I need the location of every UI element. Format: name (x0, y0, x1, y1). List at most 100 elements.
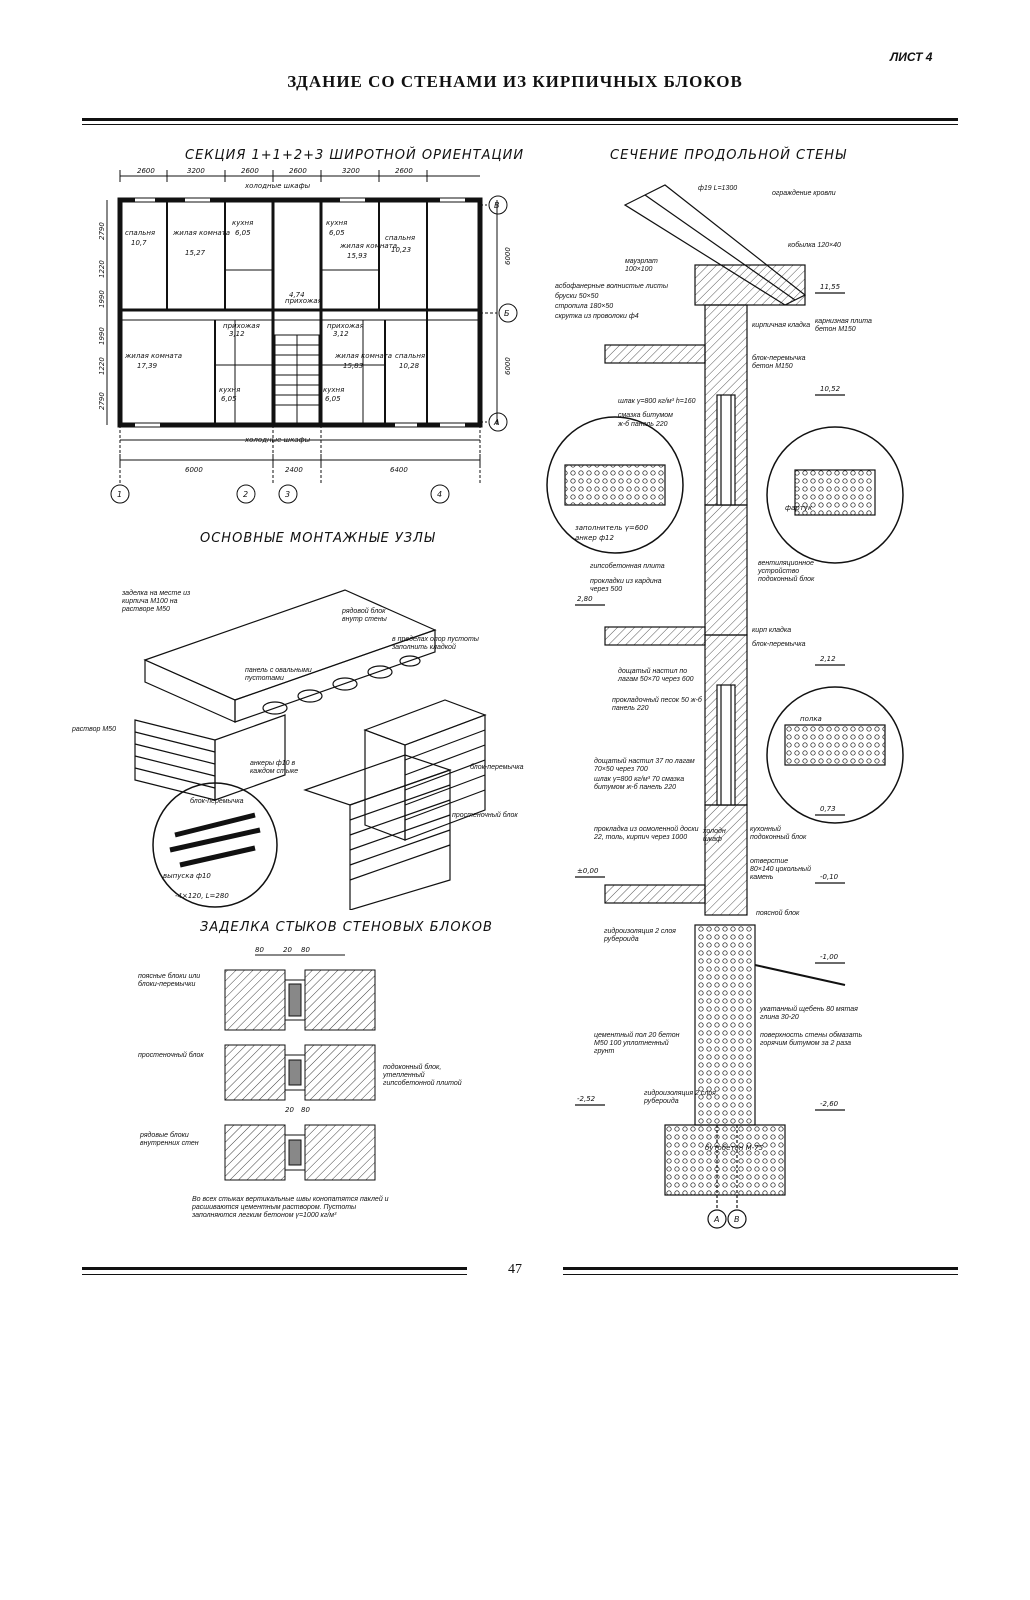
room-area: 10,7 (131, 239, 147, 247)
level-mark: -1,00 (820, 953, 839, 961)
joints-drawing: 80 20 80 20 80 (224, 946, 376, 1181)
section-label-facing: фартук (785, 504, 813, 512)
level-mark: ±0,00 (577, 867, 599, 875)
room-name: прихожая (223, 322, 260, 330)
plan-dim-left: 1220 (98, 260, 106, 278)
joints-label-belt: поясные блоки или блоки-перемычки (138, 973, 201, 988)
section-label-filler: заполнитель γ=600 (575, 524, 649, 532)
axis-bubble-a (488, 412, 508, 432)
plan-dim-right: 6000 (504, 357, 512, 375)
section-label-hydro: гидроизоляция 2 слоя рубероида (604, 928, 676, 943)
page-number: 47 (508, 1262, 522, 1277)
room-name: кухня (219, 386, 240, 394)
room-area: 6,05 (329, 229, 345, 237)
nodes-label-mortar: раствор М50 (72, 726, 116, 733)
section-label-brick2: кирп кладка (752, 627, 792, 634)
section-label-gypsum: гипсобетонная плита (590, 563, 665, 570)
room-area: 15,27 (185, 249, 206, 257)
section-label-sand: прокладочный песок 50 ж-б панель 220 (612, 697, 702, 712)
section-label-rod: ф19 L=1300 (698, 185, 738, 192)
footer-rule-left-thin (82, 1274, 467, 1275)
floor-plan: 2600 3200 2600 2600 3200 2600 холодные ш… (98, 167, 518, 504)
room-name: жилая комната (172, 229, 230, 237)
plan-dim-bottom: 6400 (390, 466, 408, 474)
section-label-closet: холодн шкаф (703, 828, 726, 843)
nodes-detail-outlets-size: -4×120, L=280 (175, 892, 229, 900)
axis-bubble-v (488, 195, 508, 215)
room-area: 10,28 (399, 362, 420, 370)
section-label-tarred: прокладка из осмоленной доски 22, толь, … (594, 826, 699, 841)
joints-label-sill: подоконный блок, утепленный гипсобетонно… (383, 1064, 462, 1087)
section-axis: А (713, 1215, 719, 1224)
nodes-label-anchors: анкеры ф10 в каждом стыке (250, 760, 299, 775)
section-label-concrete: бутобетон М-75 (705, 1144, 764, 1152)
section-label-lintel-block: блок-перемычка бетон М150 (752, 355, 806, 370)
room-name: кухня (232, 219, 253, 227)
level-mark: -0,10 (820, 873, 839, 881)
plan-dim-left: 1990 (98, 327, 106, 345)
section-title: СЕЧЕНИЕ ПРОДОЛЬНОЙ СТЕНЫ (610, 148, 847, 163)
plan-dim-bottom: 2400 (285, 466, 303, 474)
section-label-vent: вентиляционное устройство подоконный бло… (758, 560, 815, 583)
axis-number: 1 (117, 490, 122, 499)
level-mark: 0,73 (820, 805, 836, 813)
section-label-coat: поверхность стены обмазать горячим битум… (760, 1032, 863, 1047)
plan-dim-left: 1990 (98, 290, 106, 308)
room-name: спальня (395, 352, 425, 360)
plan-dim-left: 1220 (98, 357, 106, 375)
joint-dim: 80 (301, 946, 310, 954)
plan-dim-bottom: 6000 (185, 466, 203, 474)
section-label-bitumen: смазка битумом (618, 412, 673, 419)
top-rule (82, 118, 958, 121)
axis-bubble-1 (110, 484, 130, 504)
room-area: 3,12 (229, 330, 245, 338)
plan-dim-top: 2600 (289, 167, 307, 175)
section-label-crushed: укатанный щебень 80 мятая глина 30-20 (760, 1006, 858, 1021)
section-label-cornice: карнизная плита бетон М150 (815, 318, 872, 333)
room-area: 6,05 (235, 229, 251, 237)
section-label-panel220: ж-б панель 220 (618, 421, 668, 428)
footer-rule-right-thin (563, 1274, 958, 1275)
plan-dim-right: 6000 (504, 247, 512, 265)
room-area: 6,05 (325, 395, 341, 403)
axis-number: 2 (243, 490, 248, 499)
level-mark: 10,52 (820, 385, 841, 393)
axis-letter: Б (504, 309, 510, 318)
footer-rule-right (563, 1267, 958, 1270)
level-mark: -2,60 (820, 1100, 839, 1108)
room-name: прихожая (327, 322, 364, 330)
wall-section-drawing: 11,55 10,52 2,80 2,12 0,73 ±0,00 -0,10 -… (546, 184, 904, 1229)
room-name: спальня (125, 229, 155, 237)
section-label-slag: шлак γ=800 кг/м³ h=160 (618, 398, 696, 405)
plan-cold-closets-bottom: холодные шкафы (244, 436, 311, 444)
room-name: жилая комната (124, 352, 182, 360)
plan-dim-left: 2790 (98, 392, 106, 410)
joint-dim: 80 (301, 1106, 310, 1114)
plan-dim-top: 2600 (137, 167, 155, 175)
joint-dim: 20 (285, 1106, 294, 1114)
axis-number: 3 (285, 490, 290, 499)
nodes-label-cavities: в пределах опор пустоты заполнить кладко… (392, 636, 479, 651)
nodes-label-detail-lintel: блок-перемычка (190, 798, 244, 805)
top-rule-thin (82, 124, 958, 125)
joint-dim: 80 (255, 946, 264, 954)
section-label-kitchen-block: кухонный подоконный блок (750, 826, 807, 841)
section-label-brick: кирпичная кладка (752, 322, 811, 329)
nodes-label-lintel: блок-перемычка (470, 764, 524, 771)
room-name: кухня (326, 219, 347, 227)
section-label-pad: полка (800, 715, 822, 723)
room-area: 15,93 (347, 252, 367, 260)
nodes-label-panel: панель с овальными пустотами (245, 667, 312, 682)
section-label-lintel2: блок-перемычка (752, 641, 806, 648)
section-label-floor1: дощатый настил по лагам 50×70 через 600 (618, 668, 694, 683)
axis-number: 4 (437, 490, 442, 499)
room-name: прихожая (285, 297, 322, 305)
sheet-number: ЛИСТ 4 (890, 50, 933, 64)
room-name: жилая комната (339, 242, 397, 250)
axis-letter: В (494, 201, 500, 210)
section-label-cement-floor: цементный пол 20 бетон М50 100 уплотненн… (594, 1032, 680, 1055)
axis-bubble-b (498, 303, 518, 323)
section-label-rafters: стропила 180×50 (555, 303, 614, 310)
level-mark: 2,12 (820, 655, 836, 663)
room-area: 17,39 (137, 362, 158, 370)
